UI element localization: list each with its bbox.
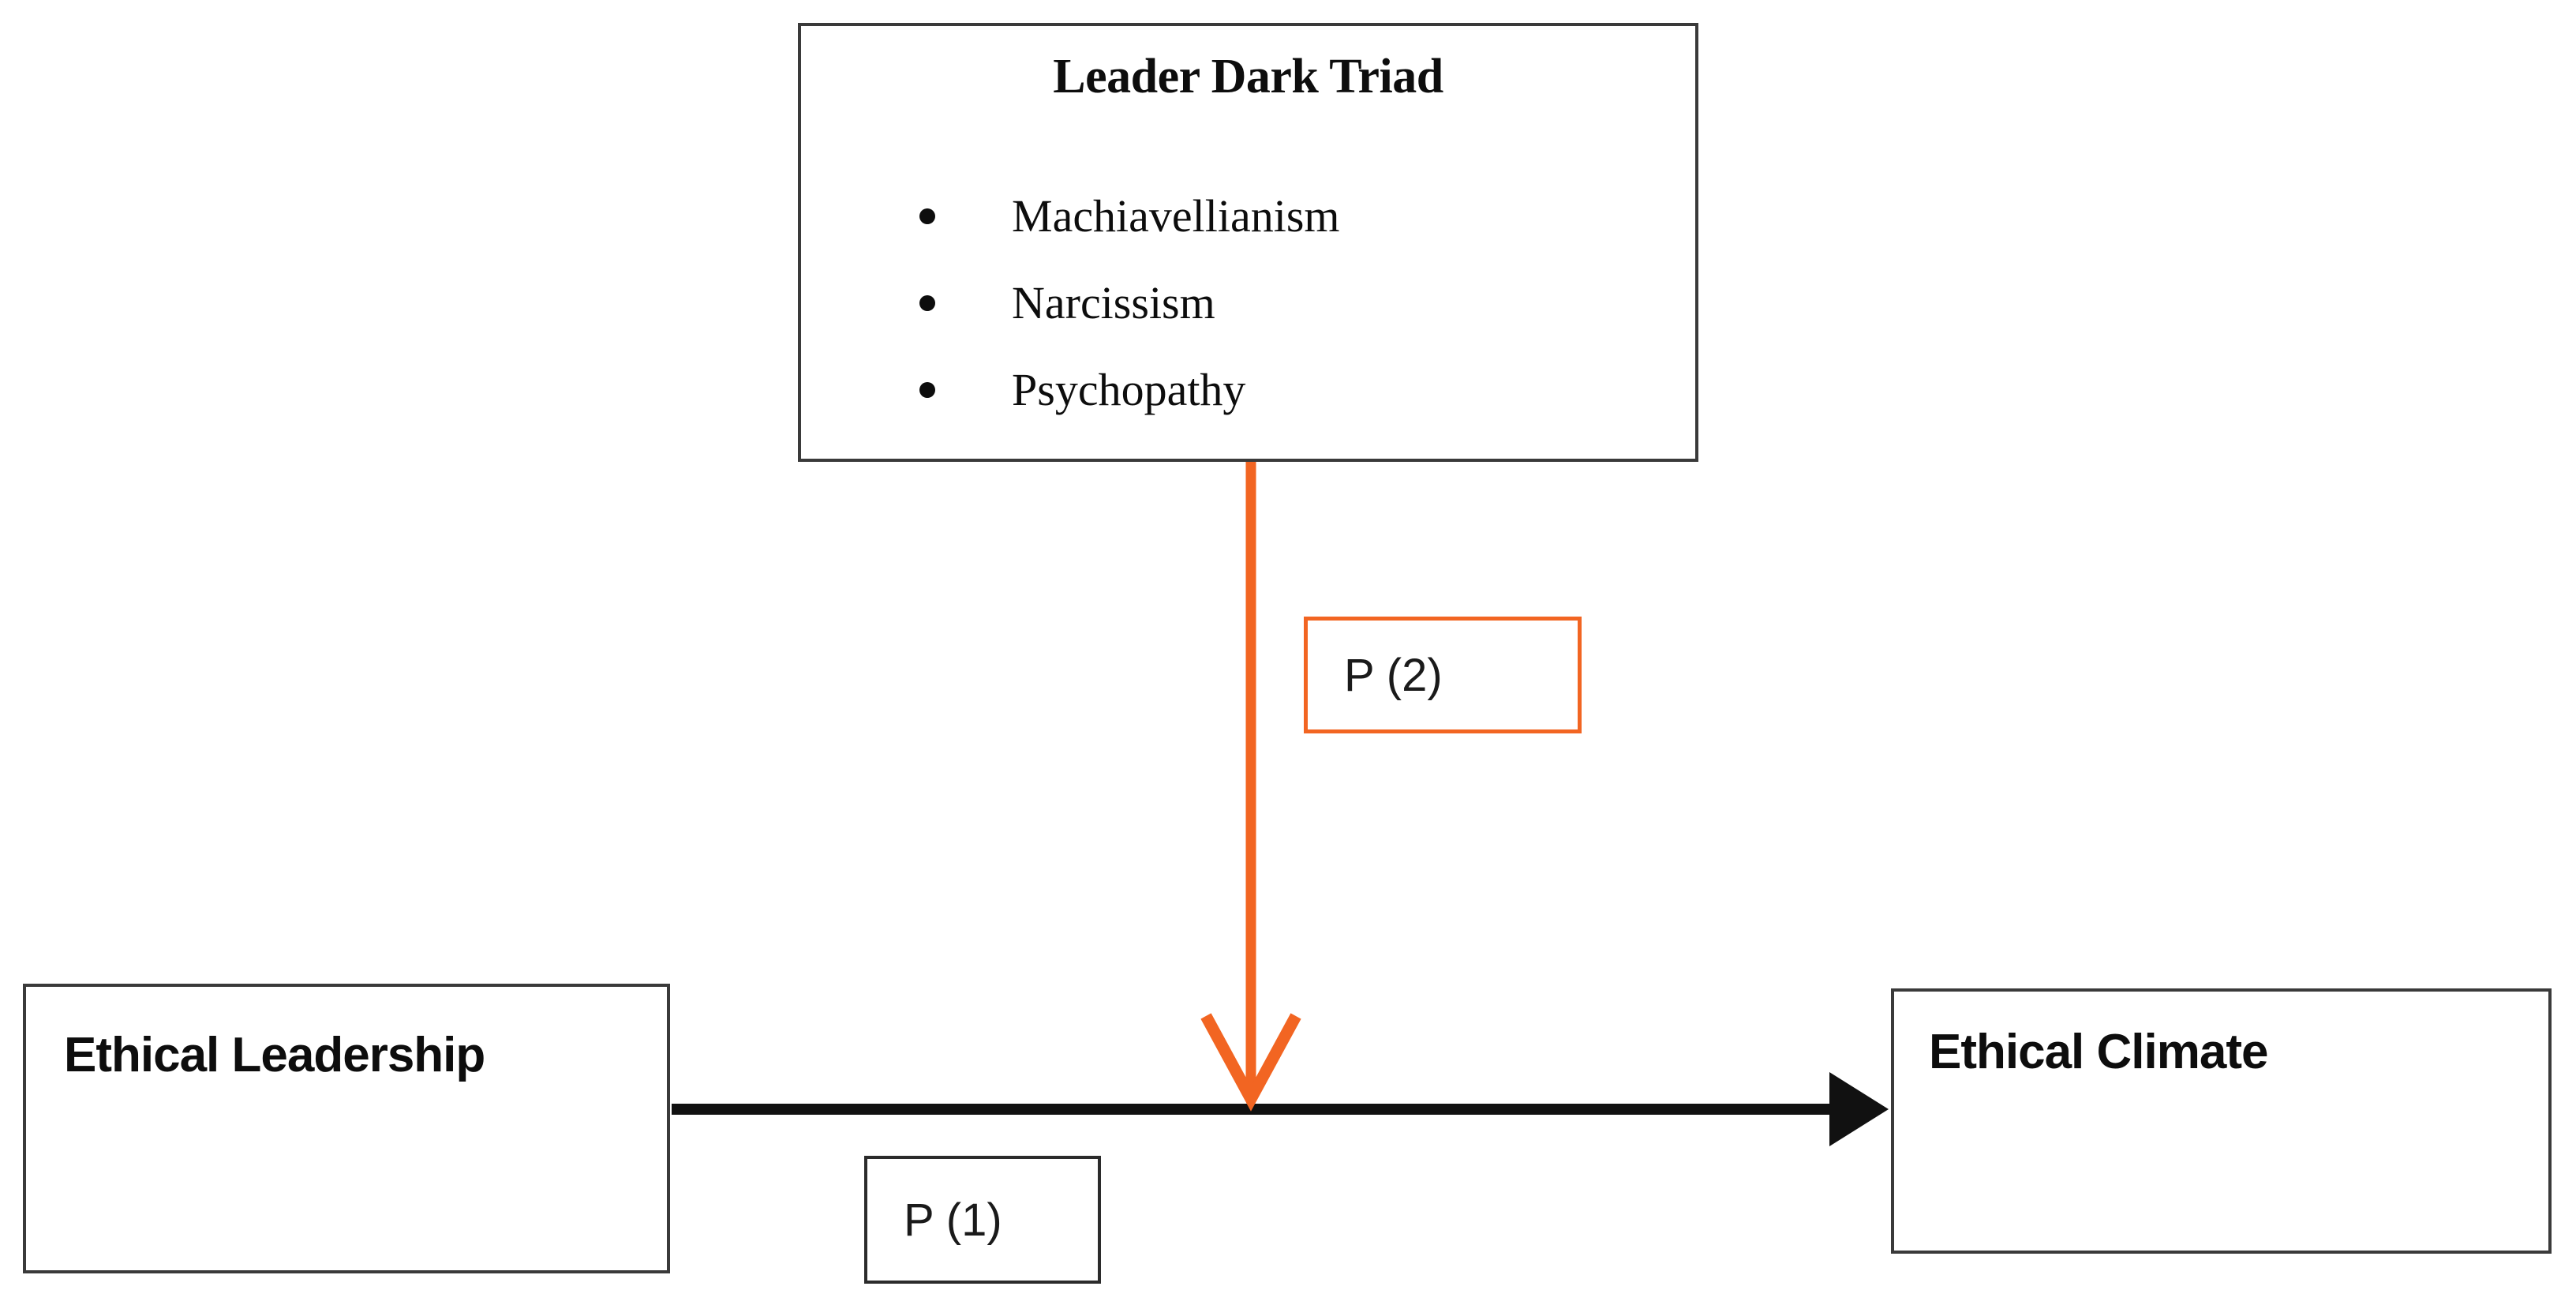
arrow-ethical-leadership-to-ethical-climate [672, 1072, 1889, 1146]
list-item-label: Psychopathy [1012, 364, 1246, 415]
arrow-leader-dark-triad-moderator [1200, 462, 1301, 1112]
node-ethical-climate[interactable]: Ethical Climate [1891, 988, 2552, 1254]
node-ethical-leadership-title: Ethical Leadership [64, 1028, 485, 1082]
list-item: Narcissism [912, 260, 1340, 347]
node-ethical-climate-title: Ethical Climate [1929, 1025, 2268, 1079]
node-leader-dark-triad[interactable]: Leader Dark Triad Machiavellianism Narci… [798, 23, 1698, 462]
proposition-label-p1[interactable]: P (1) [864, 1156, 1101, 1284]
list-item: Psychopathy [912, 347, 1340, 433]
proposition-label-p2[interactable]: P (2) [1304, 617, 1582, 733]
proposition-label-p2-text: P (2) [1344, 649, 1443, 701]
list-item-label: Narcissism [1012, 277, 1215, 328]
bullet-dot-icon [919, 382, 935, 398]
leader-dark-triad-list: Machiavellianism Narcissism Psychopathy [912, 173, 1340, 433]
node-leader-dark-triad-title: Leader Dark Triad [1053, 50, 1443, 103]
node-ethical-leadership[interactable]: Ethical Leadership [23, 984, 670, 1273]
proposition-label-p1-text: P (1) [904, 1194, 1002, 1246]
list-item-label: Machiavellianism [1012, 190, 1340, 242]
bullet-dot-icon [919, 295, 935, 311]
bullet-dot-icon [919, 208, 935, 224]
list-item: Machiavellianism [912, 173, 1340, 260]
